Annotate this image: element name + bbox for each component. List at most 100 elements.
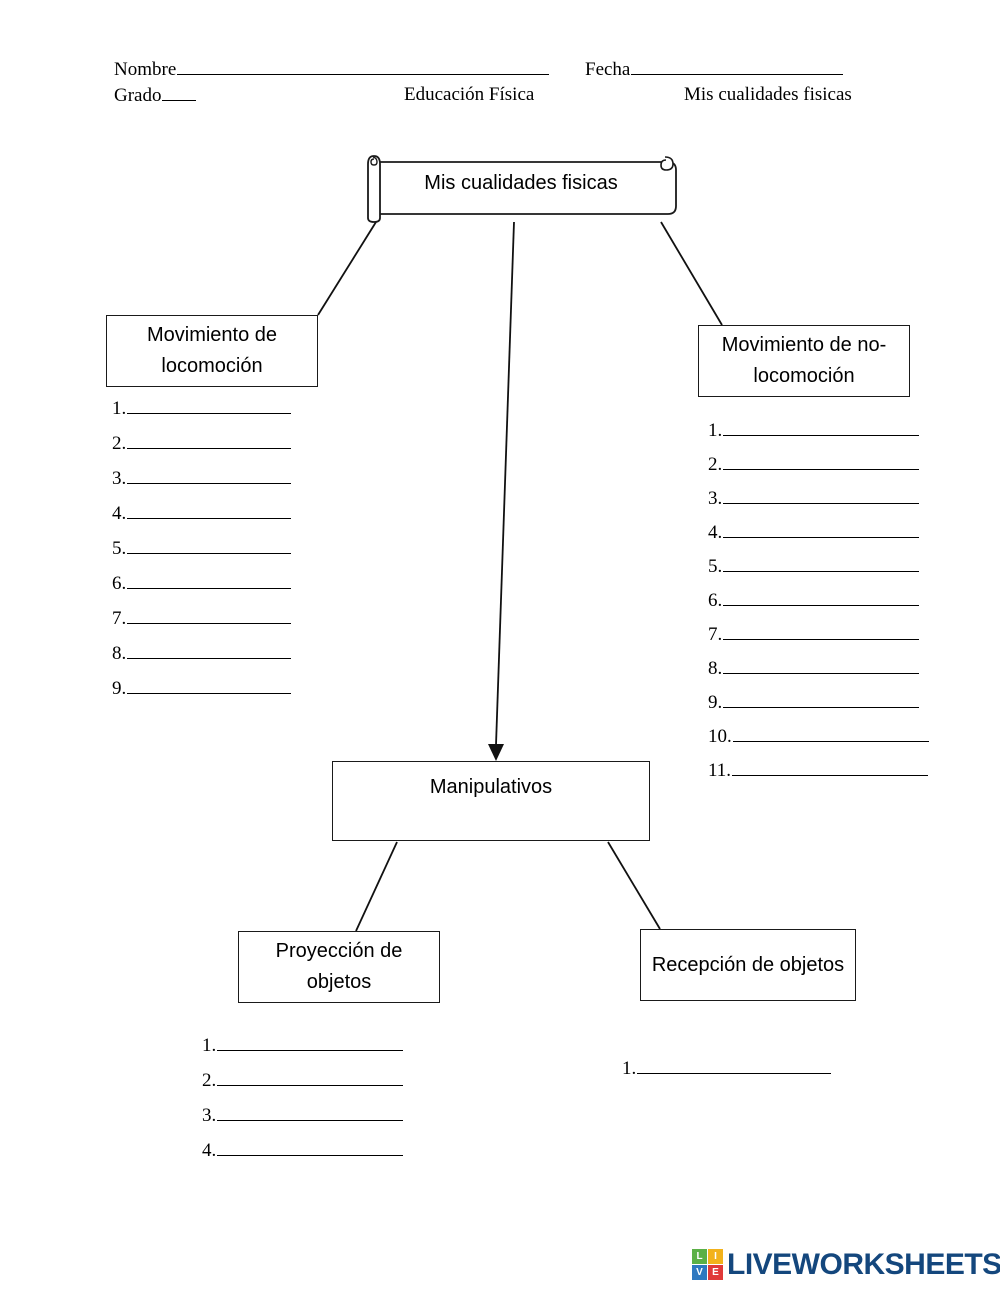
connector-manipulativos-to-recepcion bbox=[607, 841, 661, 930]
answer-line[interactable]: 11. bbox=[708, 760, 929, 794]
answer-line-rule[interactable] bbox=[217, 1070, 404, 1087]
date-input-rule[interactable] bbox=[631, 58, 844, 76]
answer-line-rule[interactable] bbox=[127, 643, 292, 660]
answer-line[interactable]: 5. bbox=[112, 538, 292, 573]
scroll-banner-shape bbox=[367, 155, 677, 223]
name-input-rule[interactable] bbox=[177, 58, 550, 76]
answer-line-rule[interactable] bbox=[723, 488, 920, 505]
answer-line[interactable]: 8. bbox=[708, 658, 929, 692]
answer-line-rule[interactable] bbox=[723, 692, 920, 709]
answer-line-rule[interactable] bbox=[127, 573, 292, 590]
answer-list-proyeccion: 1.2.3. 4. bbox=[202, 1035, 404, 1175]
answer-line-number: 3. bbox=[202, 1105, 217, 1127]
grade-field-row: Grado bbox=[114, 84, 197, 107]
answer-list-locomocion: 1. 2. 3. 4. 5. 6.7. 8.9. bbox=[112, 398, 292, 713]
topic-title: Mis cualidades fisicas bbox=[684, 84, 852, 105]
answer-line[interactable]: 9. bbox=[708, 692, 929, 726]
answer-line-number: 8. bbox=[708, 658, 723, 680]
arrowhead-down-icon bbox=[488, 744, 504, 761]
answer-line-rule[interactable] bbox=[127, 398, 292, 415]
connector-manipulativos-to-proyeccion bbox=[355, 841, 398, 932]
answer-line[interactable]: 7. bbox=[708, 624, 929, 658]
answer-line-rule[interactable] bbox=[127, 678, 292, 695]
answer-line-number: 4. bbox=[112, 503, 127, 525]
root-node: Mis cualidades fisicas bbox=[360, 152, 682, 224]
answer-line-number: 7. bbox=[112, 608, 127, 630]
answer-line-rule[interactable] bbox=[723, 624, 920, 641]
subject-title: Educación Física bbox=[404, 84, 535, 105]
connector-root-to-no-locomocion bbox=[660, 221, 723, 326]
answer-line[interactable]: 3. bbox=[708, 488, 929, 522]
answer-line[interactable]: 2. bbox=[112, 433, 292, 468]
answer-line[interactable]: 4. bbox=[112, 503, 292, 538]
answer-line[interactable]: 7. bbox=[112, 608, 292, 643]
logo-tile-e: E bbox=[708, 1265, 723, 1280]
answer-line[interactable]: 3. bbox=[112, 468, 292, 503]
answer-line-number: 4. bbox=[202, 1140, 217, 1162]
answer-line-rule[interactable] bbox=[723, 454, 920, 471]
answer-line-rule[interactable] bbox=[127, 538, 292, 555]
answer-line-rule[interactable] bbox=[723, 522, 920, 539]
node-label: Movimiento de locomoción bbox=[146, 324, 278, 377]
answer-line-number: 1. bbox=[112, 398, 127, 420]
answer-line-number: 10. bbox=[708, 726, 732, 748]
node-movimiento-locomocion: Movimiento de locomoción bbox=[106, 315, 318, 387]
answer-line[interactable]: 6. bbox=[708, 590, 929, 624]
date-field-row: Fecha bbox=[585, 58, 844, 81]
answer-line-number: 9. bbox=[112, 678, 127, 700]
answer-line[interactable]: 6. bbox=[112, 573, 292, 608]
logo-tile-i: I bbox=[708, 1249, 723, 1264]
answer-line-rule[interactable] bbox=[732, 760, 929, 777]
scroll-right-curl bbox=[660, 156, 674, 171]
answer-line-number: 3. bbox=[112, 468, 127, 490]
logo-tile-l: L bbox=[692, 1249, 707, 1264]
answer-line[interactable]: 1. bbox=[708, 420, 929, 454]
answer-line[interactable]: 1. bbox=[112, 398, 292, 433]
answer-line[interactable]: 4. bbox=[708, 522, 929, 556]
logo-wordmark: LIVEWORKSHEETS bbox=[727, 1247, 1000, 1281]
answer-line-rule[interactable] bbox=[217, 1140, 404, 1157]
answer-line-rule[interactable] bbox=[127, 433, 292, 450]
answer-line[interactable]: 9. bbox=[112, 678, 292, 713]
answer-line-number: 2. bbox=[112, 433, 127, 455]
answer-line-rule[interactable] bbox=[127, 608, 292, 625]
node-proyeccion-de-objetos: Proyección de objetos bbox=[238, 931, 440, 1003]
scroll-left-roll bbox=[367, 155, 381, 223]
answer-line-number: 3. bbox=[708, 488, 723, 510]
answer-line-rule[interactable] bbox=[732, 726, 929, 743]
node-label: Movimiento de no-locomoción bbox=[721, 334, 887, 387]
answer-line-rule[interactable] bbox=[723, 658, 920, 675]
answer-line-rule[interactable] bbox=[723, 556, 920, 573]
answer-line-number: 7. bbox=[708, 624, 723, 646]
grade-input-rule[interactable] bbox=[162, 84, 197, 102]
answer-line[interactable]: 2. bbox=[202, 1070, 404, 1105]
answer-line-rule[interactable] bbox=[127, 468, 292, 485]
answer-line[interactable]: 4. bbox=[202, 1140, 404, 1175]
name-label: Nombre bbox=[114, 59, 177, 81]
answer-line[interactable]: 10. bbox=[708, 726, 929, 760]
answer-line-rule[interactable] bbox=[723, 590, 920, 607]
answer-line-number: 4. bbox=[708, 522, 723, 544]
answer-line-rule[interactable] bbox=[217, 1105, 404, 1122]
answer-line-rule[interactable] bbox=[127, 503, 292, 520]
answer-line[interactable]: 5. bbox=[708, 556, 929, 590]
answer-line[interactable]: 3. bbox=[202, 1105, 404, 1140]
answer-line-number: 9. bbox=[708, 692, 723, 714]
node-label: Manipulativos bbox=[429, 776, 553, 798]
answer-line-rule[interactable] bbox=[217, 1035, 404, 1052]
answer-line-rule[interactable] bbox=[637, 1058, 832, 1075]
answer-line[interactable]: 8. bbox=[112, 643, 292, 678]
answer-line-number: 5. bbox=[708, 556, 723, 578]
answer-line-number: 5. bbox=[112, 538, 127, 560]
date-label: Fecha bbox=[585, 59, 631, 81]
root-node-label: Mis cualidades fisicas bbox=[424, 171, 618, 194]
answer-line[interactable]: 2. bbox=[708, 454, 929, 488]
grade-label: Grado bbox=[114, 85, 162, 107]
answer-line-number: 2. bbox=[708, 454, 723, 476]
answer-line[interactable]: 1. bbox=[622, 1058, 832, 1093]
answer-line[interactable]: 1. bbox=[202, 1035, 404, 1070]
answer-line-rule[interactable] bbox=[723, 420, 920, 437]
node-movimiento-no-locomocion: Movimiento de no-locomoción bbox=[698, 325, 910, 397]
